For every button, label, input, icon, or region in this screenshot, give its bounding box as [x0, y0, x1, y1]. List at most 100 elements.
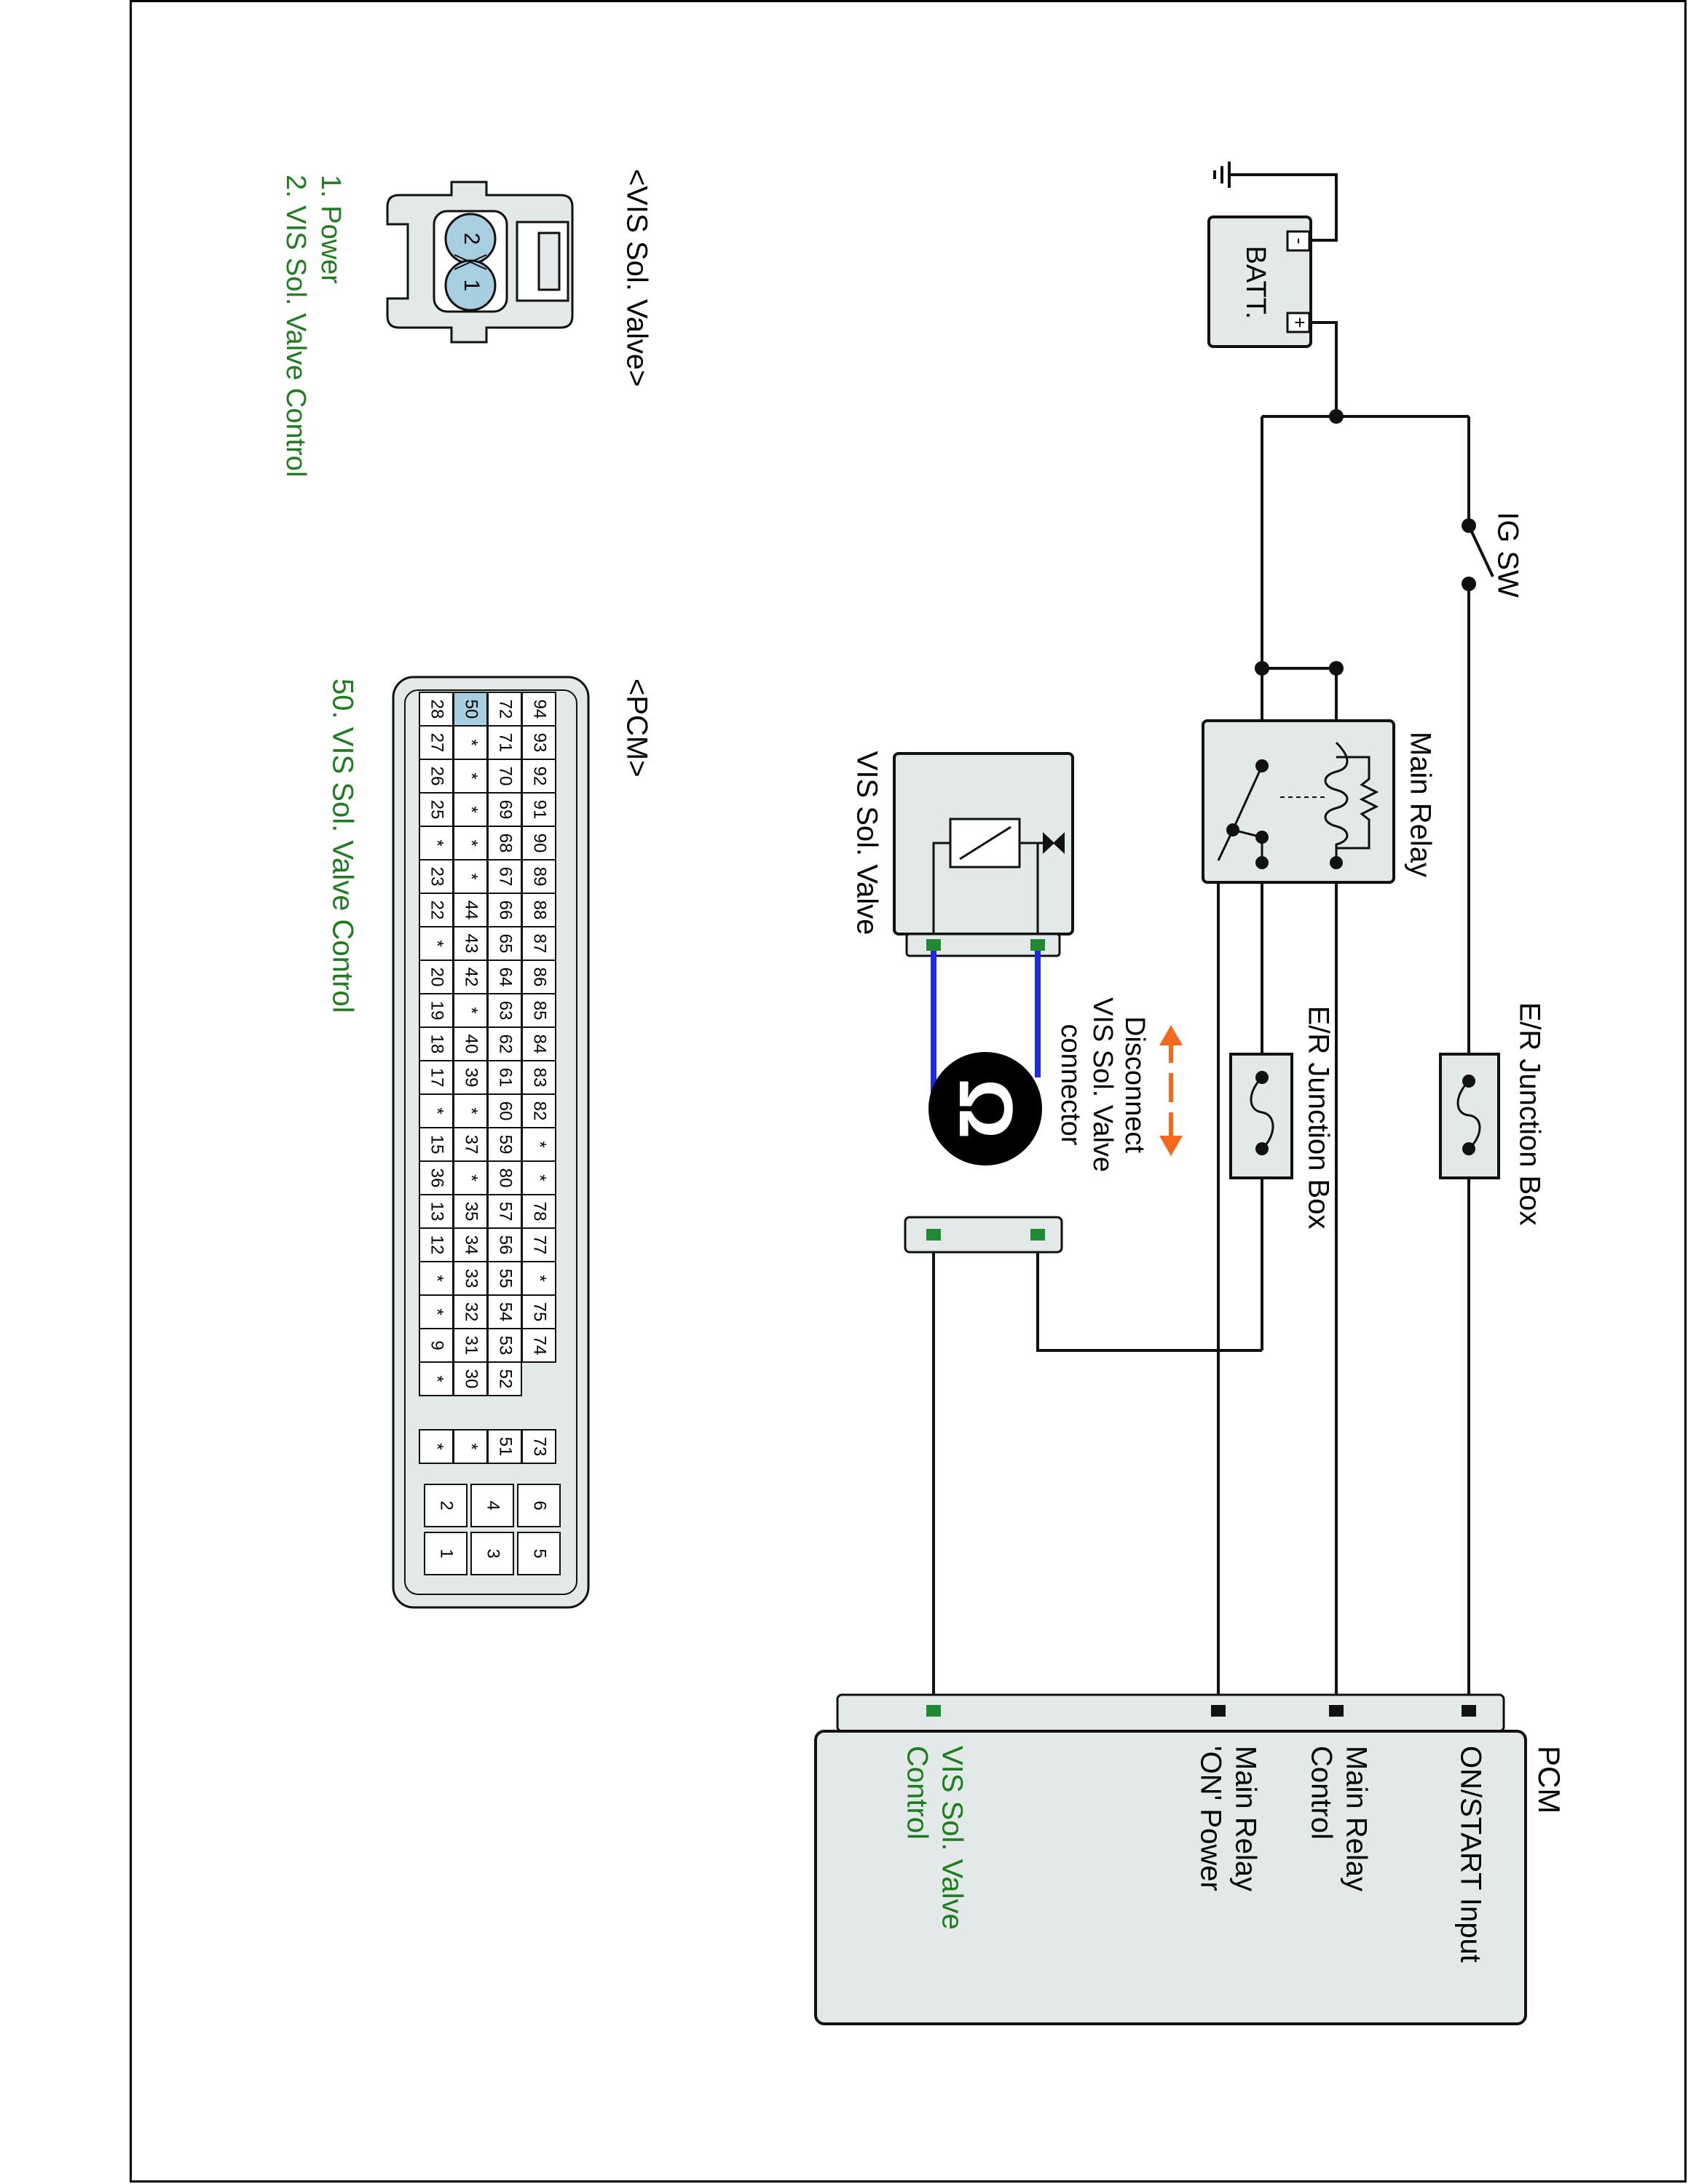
pcm-pin-number: 37 [462, 1135, 481, 1155]
battery-icon [1207, 215, 1312, 348]
disconnect-line1: Disconnect [1119, 1016, 1150, 1153]
pcm-pin-number: 30 [462, 1369, 481, 1389]
pcm-pin-cell [419, 1227, 454, 1262]
splice-dot [1255, 661, 1269, 676]
solenoid-valve-icon [949, 818, 1065, 869]
pcm-pin-cell [453, 1294, 488, 1329]
pcm-pin-label: Control [1305, 1746, 1337, 1840]
pcm-pin-number: 74 [530, 1336, 550, 1356]
main-relay-label: Main Relay [1404, 732, 1436, 877]
pcm-pin-number: 42 [462, 968, 481, 987]
pcm-pin-number: 63 [496, 1001, 516, 1021]
vis-legend-item: 2. VIS Sol. Valve Control [280, 175, 311, 477]
pcm-pin-number: 39 [462, 1068, 481, 1088]
pcm-pin-label: VIS Sol. Valve [936, 1746, 968, 1930]
pcm-pin-number: 18 [427, 1034, 447, 1054]
pcm-pin-label: ON/START Input [1454, 1746, 1486, 1963]
wires [932, 173, 1470, 1711]
pcm-pin-cell [487, 1026, 522, 1061]
pcm-pin-number: 54 [496, 1302, 516, 1322]
pcm-pin-number: 82 [530, 1101, 550, 1121]
pcm-pin-number: 68 [496, 834, 516, 853]
pcm-pin-cell [419, 1294, 454, 1329]
pcm-pin-number: 2 [437, 1500, 457, 1510]
pcm-pin-number: 9 [427, 1340, 447, 1350]
wire-to-vis-power [1036, 1238, 1262, 1352]
switch-icon [1462, 518, 1494, 591]
harness-connector [904, 1216, 1063, 1254]
pcm-pin-number: 56 [496, 1235, 516, 1255]
pcm-pin-number: 60 [496, 1101, 516, 1121]
pcm-pin-cell [487, 893, 522, 927]
pcm-pin-number: 88 [530, 901, 550, 920]
pcm-pin-number: 91 [530, 800, 550, 820]
pcm-pin-number: * [462, 1007, 481, 1013]
pcm-pin-cell [419, 1127, 454, 1162]
pcm-pin-cell [487, 1429, 522, 1464]
harness-terminal [926, 1229, 941, 1241]
pcm-pin-number: * [427, 1443, 447, 1449]
pcm-pin-number: 6 [530, 1500, 550, 1510]
vis-legend-item: 1. Power [315, 175, 346, 284]
pcm-pin-cell [487, 993, 522, 1028]
vis-connector-face [386, 181, 574, 344]
pcm-pin-number: 17 [427, 1068, 447, 1088]
pcm-pin-number: * [462, 806, 481, 812]
pcm-pin-cell [424, 1532, 468, 1575]
pcm-pin-number: 13 [427, 1202, 447, 1222]
pcm-pin-cell [419, 1060, 454, 1095]
pcm-pin-number: * [462, 839, 481, 846]
pcm-pin-number: 33 [462, 1269, 481, 1289]
pcm-pin-number: 27 [427, 733, 447, 753]
pcm-pin-cell [419, 692, 454, 727]
pcm-pin-number: * [427, 940, 447, 946]
pcm-pin-number: * [462, 1107, 481, 1114]
pcm-pin-label: Control [901, 1746, 933, 1840]
pcm-pin-number: * [427, 1107, 447, 1114]
pcm-pin-number: 34 [462, 1235, 481, 1255]
pcm-pin-number: * [427, 1275, 447, 1281]
pcm-pin-cell [521, 725, 556, 760]
pcm-pin-number: 51 [496, 1437, 516, 1457]
pcm-pin-number: 65 [496, 934, 516, 954]
vis-valve-label: VIS Sol. Valve [851, 751, 883, 935]
pcm-pin-number: 25 [427, 800, 447, 820]
pcm-pin-number: 85 [530, 1001, 550, 1021]
pcm-pin-number: * [530, 1174, 550, 1181]
pcm-pin-number: 77 [530, 1235, 550, 1255]
pcm-pin-cell [521, 1328, 556, 1363]
pcm-pin-cell [453, 1261, 488, 1296]
pcm-box [814, 1693, 1527, 2025]
pcm-pin-cell [487, 1361, 522, 1396]
pcm-pin-number: 93 [530, 733, 550, 753]
battery-minus: - [1289, 238, 1311, 245]
wire-batt-plus [1311, 321, 1338, 416]
fuse-icon [1439, 1053, 1500, 1179]
pcm-pin-number: 89 [530, 867, 550, 887]
pcm-pin-cell [470, 1484, 514, 1527]
vis-pin-number: 1 [460, 280, 484, 292]
pcm-pin-number: 32 [462, 1302, 481, 1322]
vis-pin-number: 2 [460, 233, 484, 245]
pcm-pin-number: 35 [462, 1202, 481, 1222]
pcm-pin-number: 75 [530, 1302, 550, 1322]
pcm-pin-number: * [462, 739, 481, 745]
vis-terminal [926, 939, 941, 951]
harness-terminal [1030, 1229, 1045, 1241]
pcm-pin-cell [419, 859, 454, 894]
pcm-pin-number: 44 [462, 901, 481, 920]
pcm-pin-number: 90 [530, 834, 550, 853]
relay-resistor-icon [1336, 756, 1379, 850]
pcm-pin-number: * [530, 1275, 550, 1281]
pcm-pin-number: 31 [462, 1336, 481, 1356]
pcm-pin-number: 4 [484, 1500, 503, 1510]
pcm-pin-cell [487, 1060, 522, 1095]
relay-box [1202, 719, 1395, 884]
pcm-pin-number: 26 [427, 767, 447, 786]
vis-terminal [1030, 939, 1045, 951]
pcm-pin-number: * [427, 1375, 447, 1382]
pcm-pin-number: 92 [530, 767, 550, 786]
pcm-pin-cell [453, 1160, 488, 1195]
pcm-pin-number: 19 [427, 1001, 447, 1021]
